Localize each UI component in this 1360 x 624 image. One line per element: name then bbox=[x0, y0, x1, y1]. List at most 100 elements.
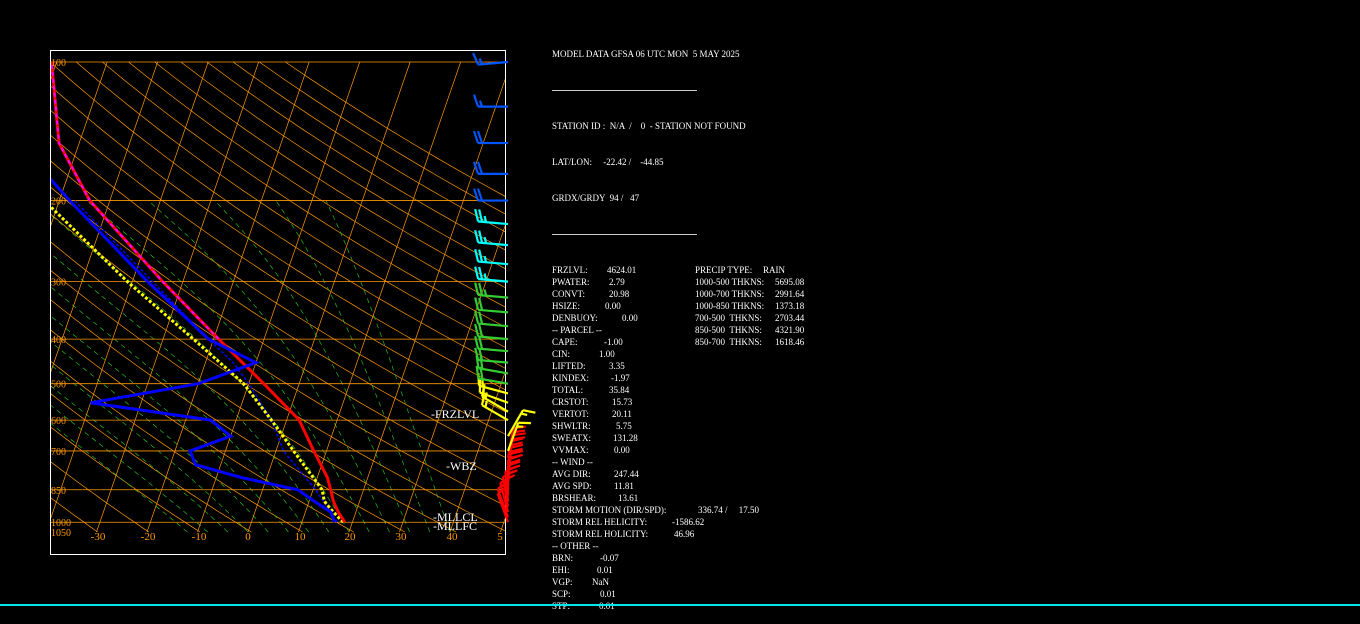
param-value: 5695.08 bbox=[775, 277, 804, 287]
param-label: -- PARCEL -- bbox=[552, 324, 602, 336]
isotherm-line bbox=[0, 62, 57, 532]
wind-barb-staff bbox=[478, 368, 508, 373]
isotherm-line bbox=[46, 62, 208, 532]
wind-barb-feather bbox=[510, 455, 522, 458]
param-value: 3.35 bbox=[609, 361, 625, 371]
param-row: -- PARCEL --850-500 THKNS:4321.90 bbox=[552, 324, 804, 336]
param-value: 13.61 bbox=[618, 493, 638, 503]
wind-barb-staff bbox=[478, 360, 508, 363]
wind-barb bbox=[475, 311, 508, 326]
wind-barb-staff bbox=[478, 262, 508, 265]
param-label: CAPE: bbox=[552, 336, 604, 348]
wind-barb-feather bbox=[475, 324, 478, 336]
wind-barb-feather bbox=[475, 267, 478, 279]
param-label: DENBUOY: bbox=[552, 312, 622, 324]
wind-barb-staff bbox=[478, 349, 508, 352]
param-value: 0.00 bbox=[622, 313, 638, 323]
wind-barb-staff bbox=[478, 324, 508, 327]
wind-barb-half-feather bbox=[485, 290, 486, 296]
param-row: BRSHEAR:13.61 bbox=[552, 492, 804, 504]
wind-barb-feather bbox=[479, 298, 482, 310]
temperature-tick-label: -10 bbox=[192, 531, 207, 543]
dry-adiabat-line bbox=[0, 62, 149, 532]
dry-adiabat-line bbox=[0, 62, 303, 532]
isotherm-line bbox=[0, 62, 107, 532]
param-value: 1.00 bbox=[599, 349, 615, 359]
wind-barb-feather bbox=[474, 189, 478, 201]
param-value: 35.84 bbox=[609, 385, 629, 395]
param-value: NaN bbox=[592, 577, 609, 587]
temperature-tick-label: 20 bbox=[345, 531, 357, 543]
param-row: SHWLTR:5.75 bbox=[552, 420, 804, 432]
station-line: STATION ID : N/A / 0 - STATION NOT FOUND bbox=[552, 120, 804, 132]
param-label: PWATER: bbox=[552, 276, 609, 288]
isotherm-line bbox=[0, 62, 6, 532]
wind-barb-feather bbox=[479, 250, 482, 262]
wind-barb-feather bbox=[479, 325, 482, 337]
param-value: 11.81 bbox=[614, 481, 634, 491]
param-value: 131.28 bbox=[613, 433, 638, 443]
dry-adiabat-line bbox=[0, 62, 405, 532]
param-value: 2.79 bbox=[609, 277, 625, 287]
wind-barb-staff bbox=[478, 295, 508, 298]
param-label: -- OTHER -- bbox=[552, 540, 599, 552]
temperature-tick-label: 5 bbox=[497, 531, 503, 543]
param-label: 1000-850 THKNS: bbox=[695, 300, 775, 312]
param-row: VVMAX:0.00 bbox=[552, 444, 804, 456]
wind-barb-feather bbox=[473, 53, 478, 65]
wind-barb bbox=[475, 249, 508, 264]
param-label: SHWLTR: bbox=[552, 420, 616, 432]
wind-barb-feather bbox=[523, 410, 535, 413]
wind-barb-feather bbox=[475, 336, 478, 348]
wind-barb-half-feather bbox=[485, 401, 486, 407]
wind-barb-feather bbox=[479, 231, 482, 243]
param-label: SCP: bbox=[552, 588, 600, 600]
pressure-tick-label: 400 bbox=[51, 335, 66, 346]
param-row: CIN:1.00 bbox=[552, 348, 804, 360]
param-row: VGP:NaN bbox=[552, 576, 804, 588]
param-value: 0.00 bbox=[605, 301, 621, 311]
wind-barb-half-feather bbox=[521, 414, 527, 415]
moist-adiabat-line bbox=[0, 201, 208, 533]
param-row: LIFTED:3.35 bbox=[552, 360, 804, 372]
temperature-tick-label: 0 bbox=[245, 531, 251, 543]
param-value: 4321.90 bbox=[775, 325, 804, 335]
param-value: 0.01 bbox=[597, 565, 613, 575]
wind-barb-feather bbox=[479, 210, 482, 222]
param-row: TOTAL:35.84 bbox=[552, 384, 804, 396]
frzlvl-label: -FRZLVL bbox=[431, 407, 479, 421]
wind-barb bbox=[474, 131, 508, 143]
param-label: LIFTED: bbox=[552, 360, 609, 372]
param-row: KINDEX:-1.97 bbox=[552, 372, 804, 384]
wind-barb-feather bbox=[479, 312, 482, 324]
param-value: 20.98 bbox=[609, 289, 629, 299]
model-line: MODEL DATA GFSA 06 UTC MON 5 MAY 2025 bbox=[552, 48, 804, 60]
param-label: 1000-700 THKNS: bbox=[695, 288, 775, 300]
wind-barb-feather bbox=[474, 95, 478, 107]
param-label: 700-500 THKNS: bbox=[695, 312, 775, 324]
param-value: RAIN bbox=[763, 265, 785, 275]
wind-barb-feather bbox=[475, 209, 478, 221]
separator bbox=[552, 90, 697, 91]
param-value: 2703.44 bbox=[775, 313, 804, 323]
wind-barb bbox=[473, 53, 508, 65]
dry-adiabat-line bbox=[50, 62, 560, 532]
wind-barb-feather bbox=[479, 267, 482, 279]
param-label: PRECIP TYPE: bbox=[695, 264, 763, 276]
moist-adiabat-line bbox=[34, 201, 349, 533]
param-label: EHI: bbox=[552, 564, 597, 576]
param-label: FRZLVL: bbox=[552, 264, 607, 276]
param-row: SWEATX:131.28 bbox=[552, 432, 804, 444]
wind-barb-feather bbox=[475, 230, 478, 242]
param-value: 247.44 bbox=[614, 469, 639, 479]
wind-barb-feather bbox=[478, 189, 482, 201]
wind-barb-staff bbox=[482, 405, 508, 420]
latlon-line: LAT/LON: -22.42 / -44.85 bbox=[552, 156, 804, 168]
param-value: 20.11 bbox=[612, 409, 632, 419]
param-value: 5.75 bbox=[616, 421, 632, 431]
wind-barb-feather bbox=[475, 249, 478, 261]
param-row: STORM REL HOLICITY:46.96 bbox=[552, 528, 804, 540]
wind-barb-feather bbox=[475, 348, 478, 360]
